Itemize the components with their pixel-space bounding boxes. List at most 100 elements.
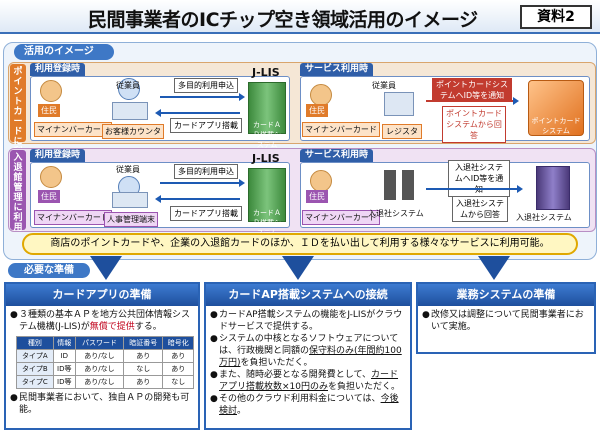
down-arrow-icon-1	[90, 256, 122, 280]
point-card-system-label: ポイントカードシステム	[531, 117, 581, 135]
table-cell: ID等	[52, 375, 76, 389]
gate-label: 入退社システム	[368, 209, 424, 218]
table-cell: あり/なし	[74, 362, 125, 376]
business-system-title: 業務システムの準備	[418, 284, 594, 306]
bullet1-highlight: 無償で提供	[89, 322, 135, 332]
resident-icon-2	[40, 166, 62, 188]
entry-system-icon	[536, 166, 570, 210]
gate-left-icon	[384, 170, 396, 200]
entry-exit-side-tag: 入退館管理に利用	[10, 150, 26, 233]
document-badge: 資料2	[520, 5, 592, 29]
svc-card-label-2: マイナンバーカード	[302, 210, 380, 225]
connect-b4-post: 。	[237, 406, 247, 416]
my-number-card-label: マイナンバーカード	[34, 122, 112, 137]
table-cell: あり/なし	[74, 375, 125, 389]
svc-employee-label: 従業員	[372, 81, 396, 90]
point-notify-arrow	[426, 97, 519, 105]
page-title: 民間事業者のICチップ空き領域活用のイメージ	[88, 9, 478, 31]
gate-right-icon	[402, 170, 414, 200]
table-cell: あり	[123, 349, 164, 363]
connect-b3-pre: また、随時必要となる開発費として、	[219, 370, 372, 380]
business-b1-text: 改修又は調整について民間事業者において実施。	[431, 310, 584, 332]
table-row: タイプA ID あり/なし あり あり	[16, 349, 194, 363]
employee-label: 従業員	[116, 81, 140, 90]
employee-icon	[118, 78, 140, 100]
register-label: レジスタ	[382, 124, 422, 139]
card-app-prep-column: カードアプリの準備 ● ３種類の基本ＡＰを地方公共団体情報システム機構(J-LI…	[4, 282, 200, 430]
top-service-tab: サービス利用時	[300, 63, 374, 76]
connect-bullet-2: ● システムの中核となるソフトウェアについては、行政機関と同額の保守料のみ(年間…	[210, 334, 402, 368]
resident-label-2: 住民	[38, 190, 60, 203]
card-app-prep-title: カードアプリの準備	[6, 284, 198, 306]
apply-arrow	[160, 93, 245, 101]
card-app-label: カードアプリ搭載	[170, 118, 242, 133]
connect-b2-underline: 保守料のみ(年間約100万円)	[219, 346, 402, 368]
card-ap-server-label: カードＡＰ搭載システム	[253, 121, 281, 149]
resident-icon	[40, 80, 62, 102]
table-cell: あり	[123, 375, 164, 389]
card-app-bullet-2: ●民間事業者において、独自ＡＰの開発も可能。	[10, 392, 194, 416]
table-cell: あり	[162, 362, 194, 376]
point-reply-label: ポイントカードシステムから回答	[442, 106, 506, 143]
bullet2-text: 民間事業者において、独自ＡＰの開発も可能。	[19, 393, 190, 415]
table-cell: なし	[162, 375, 194, 389]
resident-label: 住民	[38, 104, 60, 117]
card-app-bullet-1: ● ３種類の基本ＡＰを地方公共団体情報システム機構(J-LIS)が無償で提供する…	[10, 310, 191, 332]
bottom-registration-tab: 利用登録時	[30, 149, 86, 162]
connect-bullet-4: ● その他のクラウド利用料金については、今後検討。	[210, 394, 399, 416]
connect-b2-pre: システムの中核となるソフトウェアについては、行政機関と同額の	[219, 334, 399, 356]
card-ap-server-icon-2	[248, 168, 286, 222]
table-cell: あり/なし	[74, 349, 125, 363]
table-cell: タイプC	[16, 375, 54, 389]
table-header: 暗号化	[162, 336, 194, 350]
svc-resident-icon	[310, 84, 332, 106]
table-cell: ID	[52, 349, 76, 363]
counter-label: お客様カウンタ	[102, 124, 164, 139]
entry-reply-label: 入退社システムから回答	[452, 196, 508, 222]
summary-banner: 商店のポイントカードや、企業の入退館カードのほか、ＩＤを払い出して利用する様々な…	[22, 233, 578, 255]
table-cell: あり	[162, 349, 194, 363]
entry-notify-label: 入退社システムへID等を通知	[448, 160, 510, 197]
svc-card-label: マイナンバーカード	[302, 122, 380, 137]
card-ap-server-icon	[248, 82, 286, 134]
prep-section-label: 必要な準備	[8, 263, 90, 278]
title-bar	[0, 0, 600, 34]
register-icon	[384, 92, 414, 116]
table-header: 暗証番号	[123, 336, 164, 350]
table-row: タイプC ID等 あり/なし あり なし	[16, 375, 194, 389]
svc-resident-icon-2	[310, 170, 332, 192]
connect-b4-pre: その他のクラウド利用料金については、	[219, 394, 381, 404]
svc-resident-label: 住民	[306, 104, 328, 117]
entry-notify-arrow	[426, 185, 523, 193]
down-arrow-icon-3	[478, 256, 510, 280]
usage-section-label: 活用のイメージ	[14, 44, 114, 60]
top-registration-tab: 利用登録時	[30, 63, 86, 76]
apply-arrow-2	[160, 179, 245, 187]
card-ap-connect-column: カードAP搭載システムへの接続 ●カードAP搭載システムの機能をJ-LISがクラ…	[204, 282, 412, 430]
employee-label-2: 従業員	[116, 165, 140, 174]
table-header: パスワード	[74, 336, 125, 350]
entry-system-label: 入退社システム	[516, 213, 572, 222]
table-cell: タイプB	[16, 362, 54, 376]
card-app-arrow	[155, 109, 240, 117]
connect-b2-post: を負担いただく。	[240, 358, 313, 368]
svc-resident-label-2: 住民	[306, 190, 328, 203]
business-bullet-1: ●改修又は調整について民間事業者において実施。	[422, 309, 590, 333]
connect-bullet-3: ● また、随時必要となる開発費として、カードアプリ搭載枚数×10円のみを負担いた…	[210, 370, 401, 392]
bullet1-pre: ３種類の基本ＡＰを地方公共団体情報システム機構(J-LIS)が	[19, 310, 191, 332]
table-header: 情報	[52, 336, 76, 350]
connect-b1-text: カードAP搭載システムの機能をJ-LISがクラウドサービスで提供する。	[219, 310, 403, 332]
bullet1-post: する。	[134, 322, 162, 332]
point-notify-label: ポイントカードシステムへID等を通知	[432, 78, 512, 102]
table-row: タイプB ID等 あり/なし なし あり	[16, 362, 194, 376]
counter-terminal-icon	[112, 102, 148, 120]
card-app-arrow-2	[155, 195, 240, 203]
apply-label: 多目的利用申込	[174, 78, 238, 93]
table-cell: なし	[123, 362, 164, 376]
apply-label-2: 多目的利用申込	[174, 164, 238, 179]
table-cell: タイプA	[16, 349, 54, 363]
card-ap-connect-title: カードAP搭載システムへの接続	[206, 284, 410, 306]
jlis-label: J-LIS	[252, 66, 280, 79]
card-app-label-2: カードアプリ搭載	[170, 206, 242, 221]
